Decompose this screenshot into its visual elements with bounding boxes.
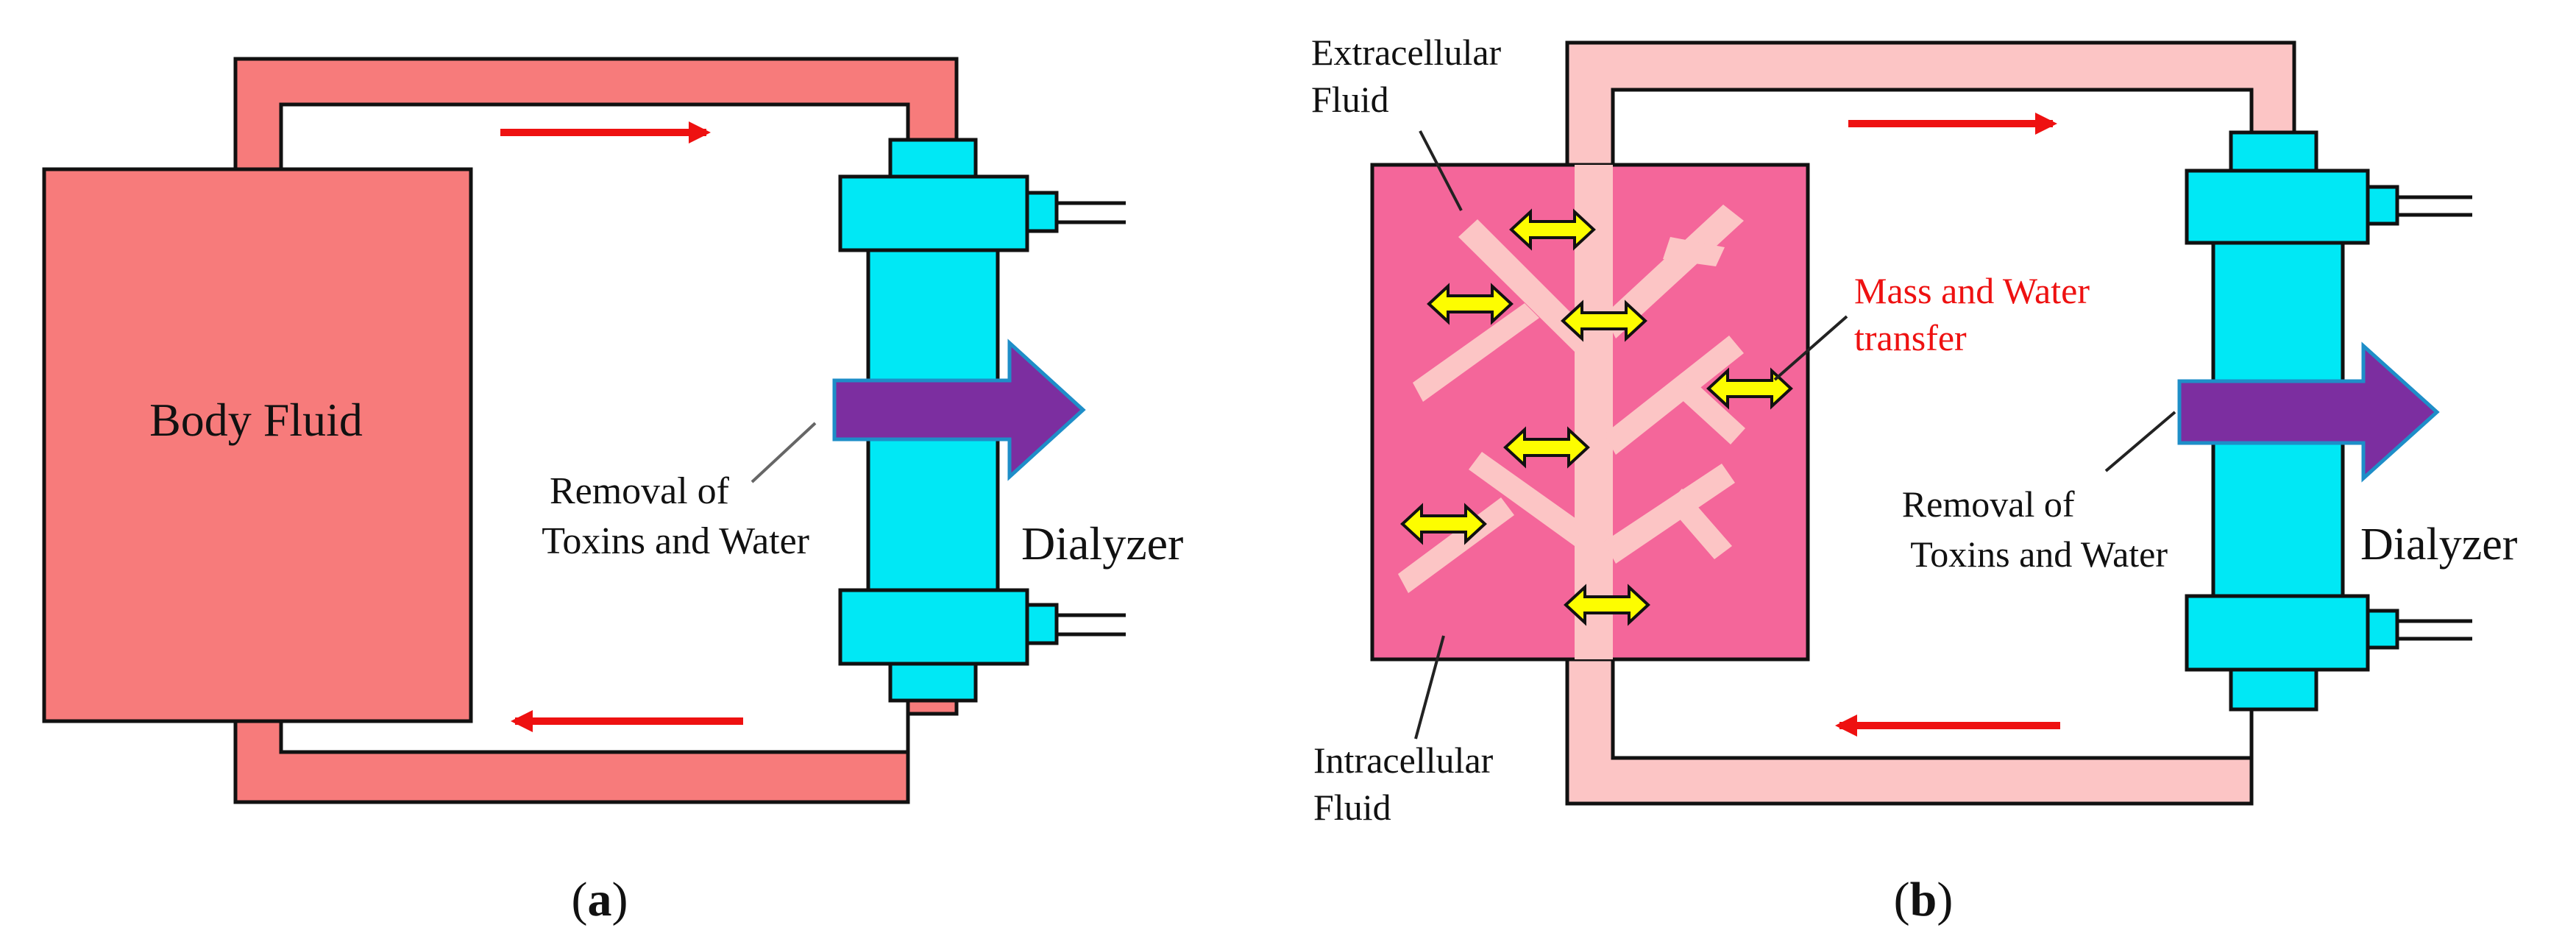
exchange-arrows bbox=[1400, 208, 1793, 626]
capillary-branch bbox=[1667, 489, 1732, 559]
exchange-arrow-icon bbox=[1509, 208, 1596, 251]
panel-a-caption: (a) bbox=[572, 873, 628, 926]
exchange-arrow-icon bbox=[1427, 283, 1514, 325]
panel-a-dialyzer-cap-bottom bbox=[838, 588, 1029, 666]
panel-b-dialyzer-cap-bottom bbox=[2185, 594, 2370, 672]
panel-a-dialysate-nozzle-top bbox=[1025, 191, 1059, 233]
panel-b-dialyzer-port-bottom bbox=[2229, 667, 2318, 712]
panel-a-dialyzer-cap-top bbox=[838, 174, 1029, 252]
body-fluid-box bbox=[42, 167, 473, 723]
panel-a: Body Fluid Removal of Toxins and Water D… bbox=[42, 57, 1183, 926]
extracellular-label: Extracellular Fluid bbox=[1311, 32, 1511, 120]
capillary-branch bbox=[1604, 205, 1744, 338]
panel-a-tube-loop bbox=[233, 57, 959, 804]
mass-transfer-leader bbox=[1773, 315, 1848, 381]
capillary-branch bbox=[1398, 497, 1514, 593]
panel-b-removal-leader bbox=[2104, 411, 2176, 472]
exchange-arrow-icon bbox=[1706, 367, 1793, 410]
capillary-branch bbox=[1458, 219, 1583, 352]
panel-a-dialyzer-label: Dialyzer bbox=[1021, 517, 1183, 570]
capillary-tree bbox=[1398, 165, 1745, 659]
capillary-branch bbox=[1679, 378, 1745, 444]
panel-a-removal-arrow-icon bbox=[832, 338, 1086, 481]
panel-a-removal-leader bbox=[751, 422, 817, 483]
exchange-arrow-icon bbox=[1564, 584, 1650, 626]
capillary-branch bbox=[1604, 336, 1744, 455]
panel-b-removal-arrow-icon bbox=[2177, 341, 2440, 483]
capillary-branch bbox=[1413, 303, 1539, 402]
panel-b-caption: (b) bbox=[1894, 873, 1954, 926]
capillary-trunk bbox=[1575, 165, 1613, 659]
panel-b-removal-label: Removal of Toxins and Water bbox=[1902, 483, 2168, 575]
body-fluid-label: Body Fluid bbox=[149, 394, 363, 446]
panel-a-dialyzer-port-top bbox=[888, 138, 978, 179]
capillary-branch bbox=[1469, 452, 1583, 546]
panel-b: Extracellular Fluid Intracellular Fluid … bbox=[1311, 32, 2518, 926]
intracellular-leader bbox=[1414, 635, 1445, 740]
intracellular-label: Intracellular Fluid bbox=[1313, 740, 1502, 828]
panel-a-dialysate-nozzle-bottom bbox=[1025, 603, 1059, 645]
exchange-arrow-icon bbox=[1400, 503, 1487, 545]
panel-b-dialysate-nozzle-bottom bbox=[2366, 609, 2399, 650]
panel-a-dialyzer-port-bottom bbox=[888, 662, 978, 703]
panel-b-dialyzer-label: Dialyzer bbox=[2360, 520, 2518, 570]
exchange-arrow-icon bbox=[1561, 299, 1647, 342]
mass-transfer-label: Mass and Water transfer bbox=[1854, 270, 2098, 358]
panel-b-dialyzer-port-top bbox=[2229, 130, 2318, 173]
panel-b-dialysate-nozzle-top bbox=[2366, 185, 2399, 226]
exchange-arrow-icon bbox=[1503, 426, 1590, 469]
panel-a-removal-label: Removal of Toxins and Water bbox=[542, 470, 809, 562]
panel-b-dialyzer-cap-top bbox=[2185, 169, 2370, 245]
capillary-branch bbox=[1663, 237, 1725, 266]
capillary-branch bbox=[1604, 464, 1735, 564]
extracellular-leader bbox=[1419, 130, 1463, 211]
